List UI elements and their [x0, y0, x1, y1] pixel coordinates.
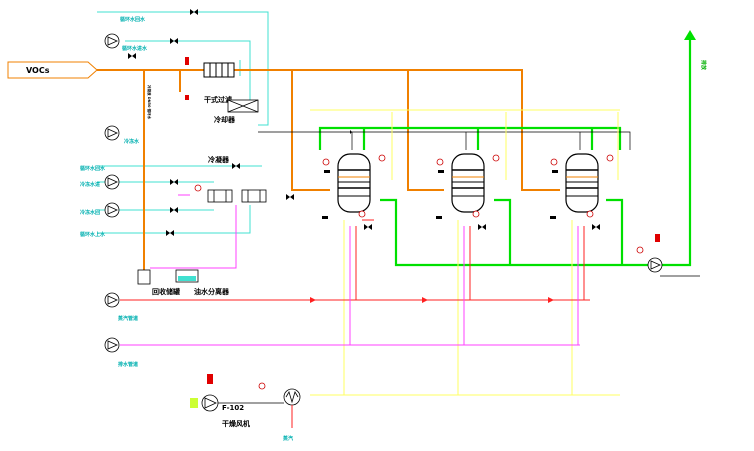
recovery-tank-label: 回收储罐	[152, 287, 180, 296]
steam-lines	[120, 219, 590, 301]
dry-filter	[203, 62, 235, 78]
dry-fan-tag: F-102	[222, 404, 244, 412]
condenser-label: 冷凝器	[208, 155, 230, 164]
cw-return-mid-label: 循环水回水	[80, 165, 106, 172]
cooler-label: 冷却器	[214, 115, 236, 124]
oil-water-separator	[175, 269, 199, 283]
cw-return-top-label: 循环水回水	[120, 16, 146, 23]
condensate-lines	[120, 194, 580, 346]
cooler	[227, 99, 259, 113]
instrument-tags	[194, 154, 644, 390]
dry-fan-label: 干燥风机	[222, 419, 250, 428]
exhaust-fan	[647, 257, 663, 273]
voc-inlet-label: VOCs	[26, 66, 50, 75]
hot-air-lines	[310, 109, 620, 396]
steam-line-label: 蒸汽管道	[118, 315, 138, 322]
pump-symbols	[104, 33, 120, 353]
adsorber-2	[451, 153, 485, 213]
alarm-indicators	[185, 57, 660, 384]
drain-line-label: 排水管道	[118, 361, 138, 368]
chilled-water-label: 冷冻水	[124, 138, 140, 145]
recovery-tank	[137, 269, 151, 285]
oil-water-separator-label: 油水分离器	[194, 287, 230, 296]
exhaust-arrow	[684, 30, 696, 40]
valves[interactable]	[128, 9, 600, 236]
dry-fan	[190, 394, 219, 412]
condenser-exchangers	[207, 189, 267, 203]
chilled-return-label: 冷冻水回	[80, 209, 100, 216]
dry-filter-label: 干式过滤	[204, 95, 232, 104]
chilled-supply-label: 冷冻水进	[80, 181, 100, 188]
vertical-pipe-label: 冷凝液 DN50 循环水	[147, 85, 152, 120]
column-tags	[322, 170, 558, 219]
process-gas-lines	[318, 40, 692, 267]
cw-supply-top-label: 循环水进水	[122, 45, 148, 52]
air-heater	[218, 388, 301, 428]
process-lines	[258, 131, 700, 277]
voc-inlet-arrow	[7, 61, 98, 79]
cw-supply-mid-label: 循环水上水	[80, 231, 106, 238]
adsorber-3	[565, 153, 599, 213]
adsorber-1	[337, 153, 371, 213]
steam-arrows	[310, 297, 554, 303]
exhaust-label: 排放	[700, 60, 707, 71]
steam-inlet-label: 蒸汽	[283, 435, 293, 442]
